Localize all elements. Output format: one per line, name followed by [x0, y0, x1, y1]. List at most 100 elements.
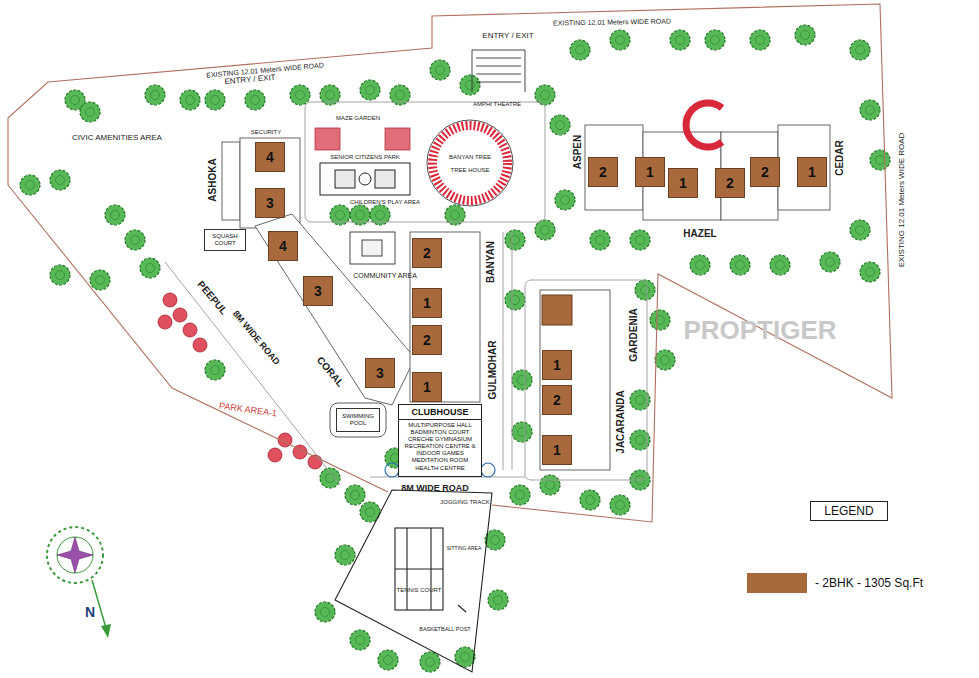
sports-area: [335, 490, 492, 672]
flat-block: 2: [542, 385, 572, 415]
flat-block: 1: [635, 157, 665, 187]
flat-block: 2: [412, 238, 442, 268]
tree: [378, 650, 398, 670]
unit-count: 1: [808, 164, 816, 180]
area-name: SWIMMING POOL: [340, 413, 376, 427]
central-park: [320, 163, 410, 195]
map-label: ASHOKA: [208, 158, 218, 201]
tree: [630, 230, 650, 250]
tree: [378, 650, 398, 670]
tree: [616, 36, 625, 45]
amphi-theatre: [476, 66, 521, 67]
unit-count: 1: [646, 164, 654, 180]
tree: [596, 236, 605, 245]
tree: [56, 176, 65, 185]
tree: [535, 220, 555, 240]
tree: [850, 40, 870, 60]
clubhouse-box: CLUBHOUSEMULTIPURPOSE HALL BADMINTON COU…: [398, 404, 482, 477]
tree: [876, 156, 885, 165]
tree: [50, 265, 70, 285]
building-outline: [222, 142, 240, 220]
tree: [140, 258, 160, 278]
unit-count: 1: [423, 295, 431, 311]
building-outline: [410, 232, 480, 402]
tree: [736, 261, 745, 270]
north-compass: [47, 527, 103, 583]
tree: [455, 647, 475, 667]
tree: [180, 90, 200, 110]
tree: [336, 211, 345, 220]
amphi-theatre: [476, 82, 521, 83]
clubhouse-icon: [385, 463, 399, 477]
unit-count: 3: [314, 283, 322, 299]
tree: [360, 80, 380, 100]
tree: [570, 40, 590, 60]
central-park: [320, 163, 410, 195]
tree: [366, 86, 375, 95]
unit-count: 2: [423, 332, 431, 348]
red-shrub: [268, 448, 282, 462]
squash-court: SQUASH COURT: [204, 229, 246, 251]
hazel-logo: [686, 103, 722, 147]
tree: [850, 40, 870, 60]
amphi-theatre: [476, 74, 521, 75]
tree: [494, 596, 503, 605]
map-label: BASKETBALL POST: [419, 627, 470, 633]
tree: [756, 36, 765, 45]
tree: [26, 181, 35, 190]
site-boundary: [8, 4, 892, 522]
flat-block: 1: [412, 288, 442, 318]
flat-block: 2: [750, 157, 780, 187]
tree: [795, 25, 815, 45]
legend-text: - 2BHK - 1305 Sq.Ft: [815, 576, 923, 590]
map-label: AMPHI THEATRE: [473, 101, 521, 107]
map-label: MAZE GARDEN: [336, 115, 380, 121]
tree: [205, 90, 225, 110]
tree: [860, 100, 880, 120]
tree: [356, 636, 365, 645]
red-shrub: [193, 338, 207, 352]
tree: [636, 436, 645, 445]
community-area: [362, 240, 382, 256]
north-compass: [47, 527, 111, 638]
unit-count: 2: [726, 175, 734, 191]
maze-garden: [315, 128, 340, 150]
tree: [510, 485, 530, 505]
tree: [335, 545, 355, 565]
tree: [436, 66, 445, 75]
flat-block: 1: [542, 350, 572, 380]
map-label: SITTING AREA: [447, 546, 481, 551]
amphi-theatre: [472, 50, 525, 92]
internal-road: [525, 280, 647, 480]
unit-count: 3: [376, 365, 384, 381]
community-area: [350, 232, 395, 264]
tree: [321, 608, 330, 617]
tree: [205, 360, 225, 380]
tree: [131, 236, 140, 245]
tree: [145, 85, 165, 105]
tree: [384, 656, 393, 665]
map-label: SENIOR CITIZENS PARK: [330, 154, 400, 160]
amphi-theatre: [476, 58, 521, 59]
tree: [616, 501, 625, 510]
tree: [351, 491, 360, 500]
unit-count: 1: [423, 379, 431, 395]
tree: [540, 475, 560, 495]
tree: [290, 85, 310, 105]
tree: [420, 652, 440, 672]
tree: [430, 60, 450, 80]
tree: [610, 30, 630, 50]
tree: [326, 91, 335, 100]
flat-block: 2: [412, 325, 442, 355]
map-label: COMMUNITY AREA: [353, 272, 417, 279]
map-label: EXISTING 12.01 Meters WIDE ROAD: [898, 133, 906, 268]
tree: [676, 36, 685, 45]
tree: [690, 255, 710, 275]
tree: [670, 30, 690, 50]
tree: [251, 96, 260, 105]
tree: [795, 25, 815, 45]
tree: [512, 370, 532, 390]
tree: [326, 474, 335, 483]
unit-count: 2: [553, 392, 561, 408]
tree: [555, 190, 575, 210]
